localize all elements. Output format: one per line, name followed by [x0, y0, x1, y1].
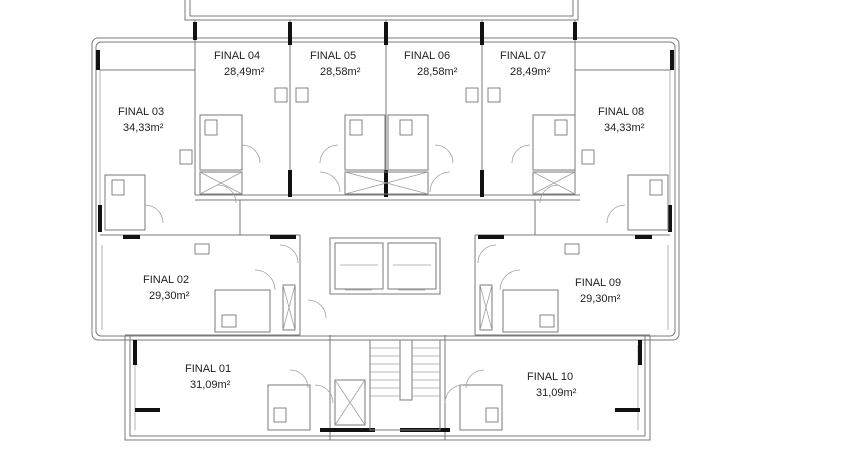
unit-name: FINAL 08 — [598, 106, 644, 118]
unit-area: 28,58m² — [320, 66, 361, 78]
interior-walls — [100, 20, 670, 440]
bathrooms — [104, 114, 669, 431]
toilet-fixtures — [111, 87, 663, 423]
building-core — [282, 237, 493, 431]
unit-area: 29,30m² — [149, 290, 190, 302]
unit-name: FINAL 09 — [575, 277, 621, 289]
unit-area: 28,58m² — [417, 66, 458, 78]
unit-area: 29,30m² — [580, 293, 621, 305]
unit-area: 34,33m² — [123, 122, 164, 134]
unit-name: FINAL 03 — [118, 106, 164, 118]
unit-name: FINAL 06 — [404, 50, 450, 62]
unit-area: 34,33m² — [604, 122, 645, 134]
unit-labels: FINAL 04 28,49m² FINAL 05 28,58m² FINAL … — [118, 50, 645, 399]
unit-area: 31,09m² — [190, 379, 231, 391]
unit-area: 31,09m² — [536, 387, 577, 399]
unit-name: FINAL 04 — [214, 50, 260, 62]
unit-name: FINAL 07 — [500, 50, 546, 62]
unit-name: FINAL 02 — [143, 274, 189, 286]
unit-name: FINAL 05 — [310, 50, 356, 62]
door-swings — [144, 144, 626, 404]
unit-area: 28,49m² — [510, 66, 551, 78]
unit-name: FINAL 01 — [185, 363, 231, 375]
structural-walls — [96, 22, 674, 432]
unit-area: 28,49m² — [224, 66, 265, 78]
unit-name: FINAL 10 — [527, 371, 573, 383]
